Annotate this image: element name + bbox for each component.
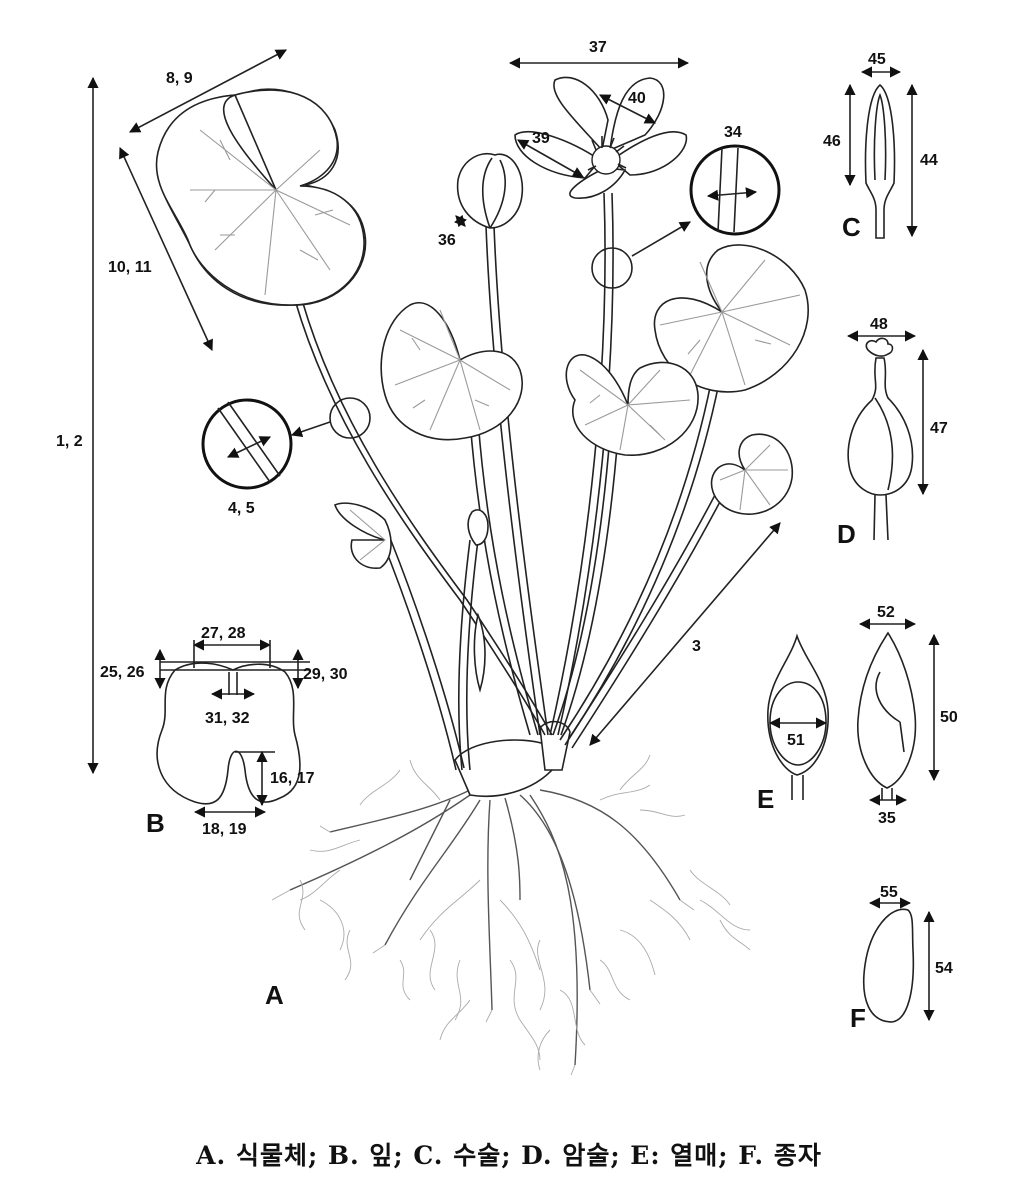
label-52: 52	[877, 604, 895, 621]
label-44: 44	[920, 152, 938, 169]
panel-letter-c: C	[842, 212, 861, 242]
label-10-11: 10, 11	[108, 259, 152, 276]
dimension-labels: 1, 2 8, 9 10, 11 4, 5 3 37 40 39 36 34 2…	[56, 39, 958, 977]
pistil-diagram-d	[846, 330, 929, 541]
figure-caption: A. 식물체; B. 잎; C. 수술; D. 암술; E: 열매; F. 종자	[196, 1141, 822, 1170]
label-36: 36	[438, 232, 456, 249]
leaf-small-left	[334, 502, 392, 569]
label-50: 50	[940, 709, 958, 726]
label-8-9: 8, 9	[166, 70, 193, 87]
label-51: 51	[787, 732, 805, 749]
panel-letter-b: B	[146, 808, 165, 838]
label-55: 55	[880, 884, 898, 901]
label-40: 40	[628, 90, 646, 107]
petiole-detail-magnifier	[201, 397, 371, 490]
label-3: 3	[692, 638, 701, 655]
label-45: 45	[868, 51, 886, 68]
label-1-2: 1, 2	[56, 433, 83, 450]
label-54: 54	[935, 960, 953, 977]
small-bud	[467, 509, 489, 546]
label-18-19: 18, 19	[202, 821, 247, 838]
label-27-28: 27, 28	[201, 625, 246, 642]
panel-letter-a: A	[265, 980, 284, 1010]
label-37: 37	[589, 39, 607, 56]
panel-letter-f: F	[850, 1003, 866, 1033]
panel-letters: A B C D E F	[146, 212, 866, 1033]
label-29-30: 29, 30	[303, 666, 348, 683]
fruit-diagram-e	[767, 618, 940, 806]
flower-bud	[456, 153, 524, 229]
leaf-small-right	[710, 433, 793, 515]
root-system	[271, 754, 751, 1076]
label-48: 48	[870, 316, 888, 333]
label-4-5: 4, 5	[228, 500, 255, 517]
label-16-17: 16, 17	[270, 770, 315, 787]
peduncle-detail-magnifier	[591, 144, 781, 289]
label-34: 34	[724, 124, 742, 141]
plant-drawing	[155, 76, 809, 1076]
panel-letter-e: E	[757, 784, 774, 814]
label-31-32: 31, 32	[205, 710, 250, 727]
leaf-middle-left	[380, 302, 523, 441]
panel-letter-d: D	[837, 519, 856, 549]
petioles	[294, 192, 731, 771]
label-39: 39	[532, 130, 550, 147]
stamen-diagram-c	[844, 66, 918, 239]
dimension-arrows-a	[87, 49, 781, 775]
label-47: 47	[930, 420, 948, 437]
label-46: 46	[823, 133, 841, 150]
leaf-center	[565, 354, 699, 456]
label-25-26: 25, 26	[100, 664, 145, 681]
seed-diagram-f	[862, 897, 935, 1023]
label-35: 35	[878, 810, 896, 827]
leaf-top-right	[653, 244, 809, 393]
leaf-diagram-b	[154, 639, 310, 818]
leaf-top-left	[155, 88, 367, 306]
